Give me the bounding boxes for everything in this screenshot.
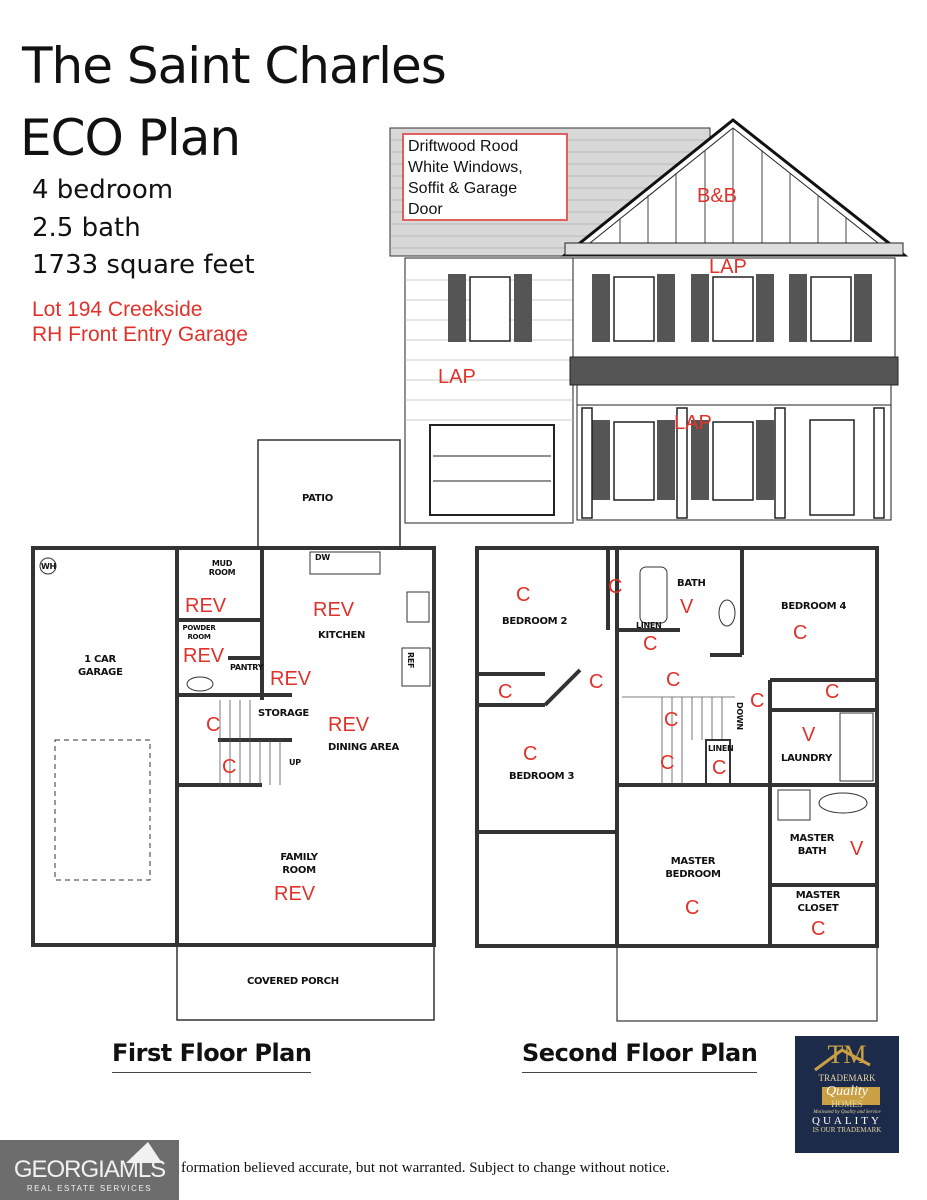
front-elevation (389, 118, 909, 524)
room-laundry: LAUNDRY (781, 753, 832, 764)
builder-logo-line: TRADEMARK (818, 1073, 876, 1083)
room-bedroom-2: BEDROOM 2 (502, 616, 568, 627)
second-floor-title: Second Floor Plan (522, 1039, 758, 1073)
finish-dining: REV (328, 714, 370, 736)
finish-master-bath: V (850, 838, 864, 860)
color-note-line: White Windows, (408, 159, 523, 176)
stairs-down: DOWN (735, 702, 744, 730)
room-linen-1: LINEN (636, 621, 662, 630)
color-note-line: Door (408, 201, 443, 218)
finish-mud: REV (185, 595, 227, 617)
finish-stairs-upper: C (206, 714, 221, 736)
finish-stairs-upper-2: C (664, 709, 679, 731)
finish-master-bedroom: C (685, 897, 700, 919)
lot-number: Lot 194 Creekside (32, 298, 203, 321)
finish-stairs-lower: C (222, 756, 237, 778)
first-floor-walls (31, 439, 436, 1021)
finish-bedroom-2: C (516, 584, 531, 606)
plan-subtitle: ECO Plan (20, 109, 241, 167)
finish-bed2-closet: C (608, 576, 623, 598)
color-note-box (402, 133, 568, 221)
room-porch: COVERED PORCH (247, 976, 339, 987)
refrigerator: REF (406, 652, 415, 669)
builder-logo-tagline: Motivated by Quality and Service (813, 1109, 881, 1115)
porch-outline (176, 944, 435, 1021)
room-bath: BATH (677, 578, 706, 589)
second-floor-walls (475, 546, 879, 1022)
garage-note: RH Front Entry Garage (32, 323, 248, 346)
finish-kitchen: REV (313, 599, 355, 621)
room-powder: POWDER ROOM (182, 624, 216, 641)
finish-hall-right: C (750, 690, 765, 712)
room-bedroom-3: BEDROOM 3 (509, 771, 575, 782)
porch-material: LAP (674, 412, 712, 434)
water-heater: WH (41, 562, 56, 571)
room-master-bedroom: MASTER BEDROOM (665, 856, 721, 880)
upper-material: LAP (709, 256, 747, 278)
finish-pantry: REV (270, 668, 312, 690)
garage-door (429, 424, 555, 516)
disclaimer: formation believed accurate, but not war… (181, 1160, 670, 1176)
finish-hall: C (666, 669, 681, 691)
room-pantry: PANTRY (230, 663, 264, 672)
first-floor-title: First Floor Plan (112, 1039, 312, 1073)
finish-hall-left: C (589, 671, 604, 693)
finish-master-closet: C (811, 918, 826, 940)
finish-bath: V (680, 596, 694, 618)
room-linen-2: LINEN (708, 744, 734, 753)
georgia-mls-logo (0, 1140, 179, 1200)
builder-logo-text: TM TRADEMARK Quality HOMES Motivated by … (795, 1036, 899, 1153)
color-note-line: Driftwood Rood (408, 138, 519, 155)
builder-logo-line: Quality (826, 1083, 868, 1099)
builder-logo-line: IS OUR TRADEMARK (812, 1126, 882, 1135)
finish-linen-1: C (643, 633, 658, 655)
finish-laundry: V (802, 724, 816, 746)
room-master-bath: MASTER BATH (789, 833, 835, 857)
finish-bed4-closet: C (825, 681, 840, 703)
finish-bed3-closet: C (498, 681, 513, 703)
stairs-up: UP (289, 758, 301, 767)
color-note-line: Soffit & Garage (408, 180, 518, 197)
gable-material: B&B (697, 185, 738, 207)
garage-side-material: LAP (438, 366, 476, 388)
room-garage: 1 CAR GARAGE (78, 654, 123, 678)
room-master-closet: MASTER CLOSET (795, 890, 841, 914)
bath-count: 2.5 bath (32, 213, 141, 243)
room-mud: MUD ROOM (208, 559, 236, 577)
room-bedroom-4: BEDROOM 4 (781, 601, 847, 612)
room-kitchen: KITCHEN (318, 630, 366, 641)
room-storage: STORAGE (258, 708, 309, 719)
room-patio: PATIO (302, 493, 333, 504)
builder-logo (795, 1036, 899, 1153)
room-family: FAMILY ROOM (280, 852, 318, 876)
car-outline (54, 739, 151, 881)
color-note: Driftwood Rood White Windows, Soffit & G… (408, 136, 523, 220)
finish-stairs-lower-2: C (660, 752, 675, 774)
room-dining: DINING AREA (328, 742, 399, 753)
finish-bedroom-4: C (793, 622, 808, 644)
builder-logo-line: HOMES (831, 1098, 863, 1109)
dishwasher: DW (315, 553, 330, 562)
bedroom-count: 4 bedroom (32, 175, 174, 205)
first-floor-stairs (219, 700, 281, 785)
finish-bedroom-3: C (523, 743, 538, 765)
mls-logo-main: GEORGIAMLS (13, 1156, 166, 1183)
finish-linen-2: C (712, 757, 727, 779)
georgia-mls-text: GEORGIAMLS REAL ESTATE SERVICES (0, 1156, 179, 1194)
builder-logo-line: QUALITY (812, 1115, 882, 1128)
porch-roof (569, 356, 899, 386)
plan-name: The Saint Charles (22, 37, 447, 95)
second-floor-stairs (622, 696, 735, 786)
finish-powder: REV (183, 645, 225, 667)
finish-family: REV (274, 883, 316, 905)
mls-logo-sub: REAL ESTATE SERVICES (26, 1184, 153, 1193)
square-footage: 1733 square feet (32, 250, 255, 280)
builder-logo-initials: TM (827, 1040, 867, 1069)
